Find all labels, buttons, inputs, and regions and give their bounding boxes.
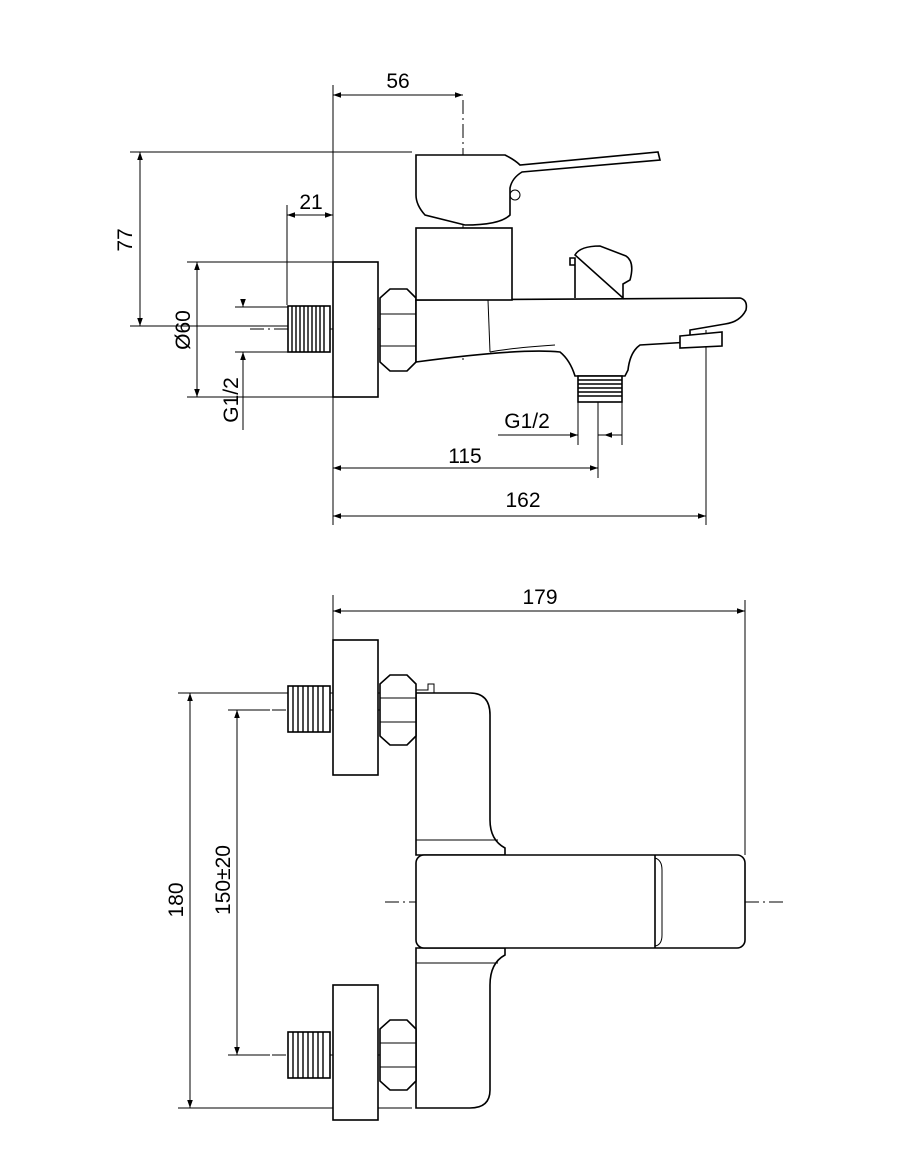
lever-handle-top (415, 854, 746, 949)
dim-180: 180 (165, 882, 188, 917)
dim-56: 56 (386, 70, 409, 93)
inlet-thread (287, 305, 331, 353)
dim-21: 21 (299, 191, 322, 214)
top-view: 179 180 150±20 (165, 586, 785, 1121)
dim-plate-diameter: Ø60 (172, 310, 195, 350)
mixer-body-lower (415, 947, 506, 1109)
connection-nut-top (379, 674, 417, 746)
dim-150-20: 150±20 (212, 845, 235, 915)
dim-162: 162 (505, 489, 540, 512)
inlet-thread-top (287, 685, 331, 733)
mixer-body-upper (415, 692, 506, 856)
lever-handle (415, 151, 662, 226)
dim-inlet-thread: G1/2 (220, 377, 243, 423)
wall-plate-top (332, 639, 379, 776)
outlet-thread (577, 375, 623, 403)
connection-nut (379, 288, 417, 372)
dim-179: 179 (522, 586, 557, 609)
dim-outlet-thread: G1/2 (504, 410, 550, 433)
diverter-knob (569, 245, 633, 300)
wall-plate (332, 261, 379, 398)
wall-plate-bottom (332, 984, 379, 1121)
side-view: 56 77 21 Ø60 G1/2 G1/2 115 162 (114, 70, 748, 525)
connection-nut-bottom (379, 1019, 417, 1091)
cartridge-housing (415, 227, 513, 301)
dim-77: 77 (114, 228, 137, 251)
aerator (679, 331, 723, 349)
mixer-body (415, 297, 748, 377)
dim-115: 115 (448, 445, 481, 468)
inlet-thread-bottom (287, 1031, 331, 1079)
